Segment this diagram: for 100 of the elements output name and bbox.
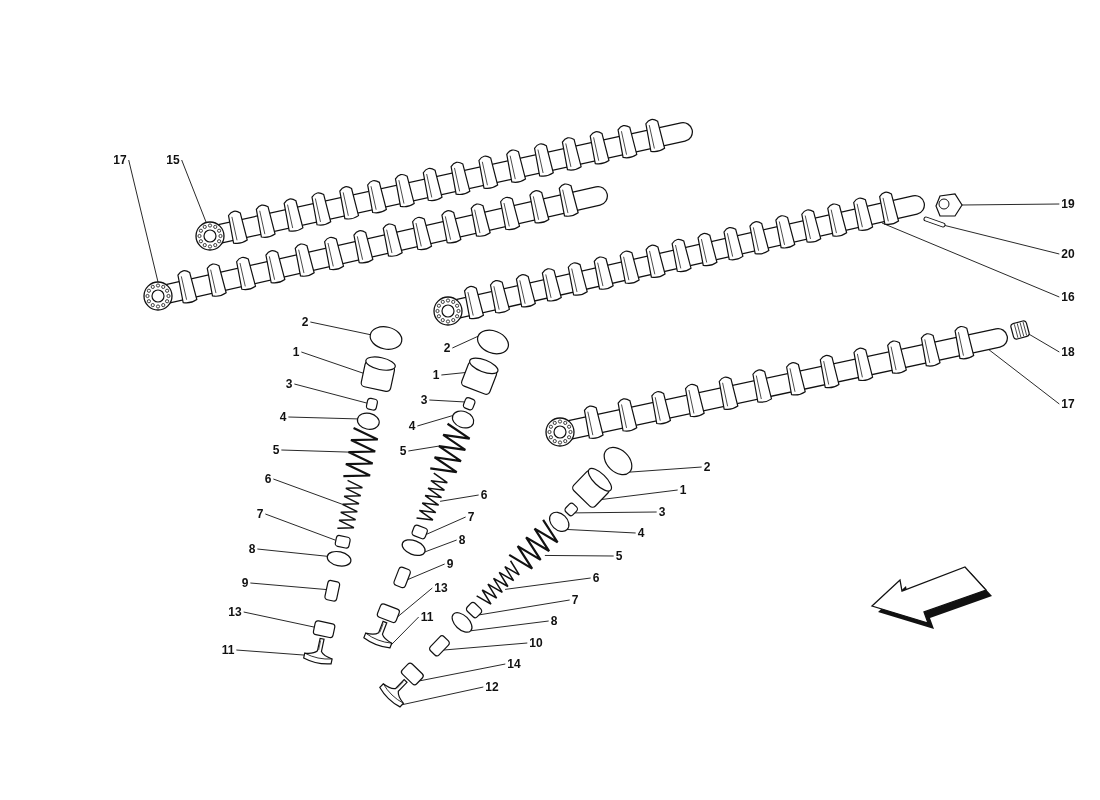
callout-number: 7 (571, 594, 579, 606)
callout-number: 4 (279, 411, 287, 423)
outer-spring-drawing (343, 427, 379, 478)
callout-number: 6 (480, 489, 488, 501)
callout-number: 9 (446, 558, 454, 570)
leader-line (235, 649, 305, 656)
camshaft-drawing (433, 191, 925, 326)
valve-guide-drawing (323, 579, 341, 603)
leader-line (249, 582, 327, 590)
callout-number: 4 (408, 420, 416, 432)
end-cap-drawing (935, 193, 963, 217)
leader-line (309, 321, 371, 336)
leader-line (293, 383, 368, 404)
valve-drawing (379, 678, 408, 708)
bucket-tappet-drawing (359, 356, 396, 393)
valve-cap-drawing (603, 446, 633, 476)
leader-line (401, 686, 484, 706)
valve-stem-seal-drawing (410, 523, 429, 541)
valve-stem-seal-drawing (464, 600, 484, 620)
spring-seat-drawing (326, 550, 352, 567)
leader-line (264, 513, 337, 541)
callout-number: 16 (1061, 291, 1075, 303)
leader-line (280, 449, 349, 453)
valve-stem-seal-drawing (334, 534, 352, 550)
leader-line (128, 159, 159, 283)
leader-line (439, 494, 480, 502)
valve-keeper-drawing (365, 397, 379, 412)
leader-line (300, 351, 364, 374)
leader-line (428, 399, 465, 403)
leader-line (440, 372, 466, 376)
callout-number: 2 (443, 342, 451, 354)
callout-number: 7 (467, 511, 475, 523)
valve-keeper-drawing (461, 396, 477, 412)
valve-drawing (363, 620, 393, 649)
leader-line (443, 642, 528, 651)
callout-number: 17 (1061, 398, 1075, 410)
callout-number: 8 (550, 615, 558, 627)
callout-number: 20 (1061, 248, 1075, 260)
callout-number: 11 (221, 644, 235, 656)
callout-number: 9 (241, 577, 249, 589)
callout-number: 19 (1061, 198, 1075, 210)
leader-line (987, 348, 1060, 405)
callout-number: 2 (301, 316, 309, 328)
callout-number: 8 (458, 534, 466, 546)
callout-number: 7 (256, 508, 264, 520)
leader-line (181, 159, 207, 223)
leader-line (504, 577, 592, 590)
callout-number: 5 (615, 550, 623, 562)
callout-number: 3 (420, 394, 428, 406)
camshaft-drawing (195, 118, 693, 251)
spring-seat-drawing (401, 539, 426, 557)
callout-number: 3 (285, 378, 293, 390)
leader-line (390, 616, 420, 646)
leader-line (425, 516, 467, 535)
leader-line (243, 611, 315, 628)
callout-number: 17 (113, 154, 127, 166)
callout-number: 13 (228, 606, 242, 618)
inner-spring-drawing (336, 479, 364, 530)
callout-number: 6 (264, 473, 272, 485)
callout-number: 18 (1061, 346, 1075, 358)
leader-line (424, 539, 458, 553)
callout-number: 3 (658, 506, 666, 518)
callout-number: 8 (248, 543, 256, 555)
callout-number: 5 (399, 445, 407, 457)
callout-number: 10 (529, 637, 543, 649)
leader-line (470, 620, 550, 632)
callout-number: 2 (703, 461, 711, 473)
callout-number: 13 (434, 582, 448, 594)
callout-number: 1 (292, 346, 300, 358)
callout-number: 1 (679, 484, 687, 496)
camshaft-drawing (143, 183, 608, 311)
leader-line (272, 478, 343, 505)
callout-number: 12 (485, 681, 499, 693)
leader-line (942, 224, 1060, 255)
outer-spring-drawing (508, 519, 559, 570)
leader-line (881, 222, 1060, 298)
valve-cap-drawing (476, 329, 510, 355)
leader-line (287, 416, 358, 420)
leader-line (566, 529, 637, 534)
leader-line (407, 445, 440, 452)
valve-drawing (303, 637, 333, 665)
valve-keeper-drawing (563, 501, 580, 518)
valve-seat-insert-drawing (312, 619, 336, 639)
callout-number: 1 (432, 369, 440, 381)
valve-cap-drawing (369, 326, 403, 350)
callout-number: 4 (637, 527, 645, 539)
valve-guide-drawing (392, 565, 412, 590)
spring-retainer-drawing (549, 511, 570, 532)
leader-line (601, 489, 679, 500)
inner-spring-drawing (415, 472, 449, 521)
inner-spring-drawing (475, 560, 520, 605)
callout-number: 6 (592, 572, 600, 584)
leader-line (407, 563, 446, 581)
callout-number: 14 (507, 658, 521, 670)
callout-number: 15 (166, 154, 180, 166)
spring-retainer-drawing (451, 410, 475, 429)
leader-line (574, 511, 658, 514)
leader-line (256, 548, 328, 557)
leader-line (419, 663, 506, 682)
pin-drawing (923, 216, 946, 228)
